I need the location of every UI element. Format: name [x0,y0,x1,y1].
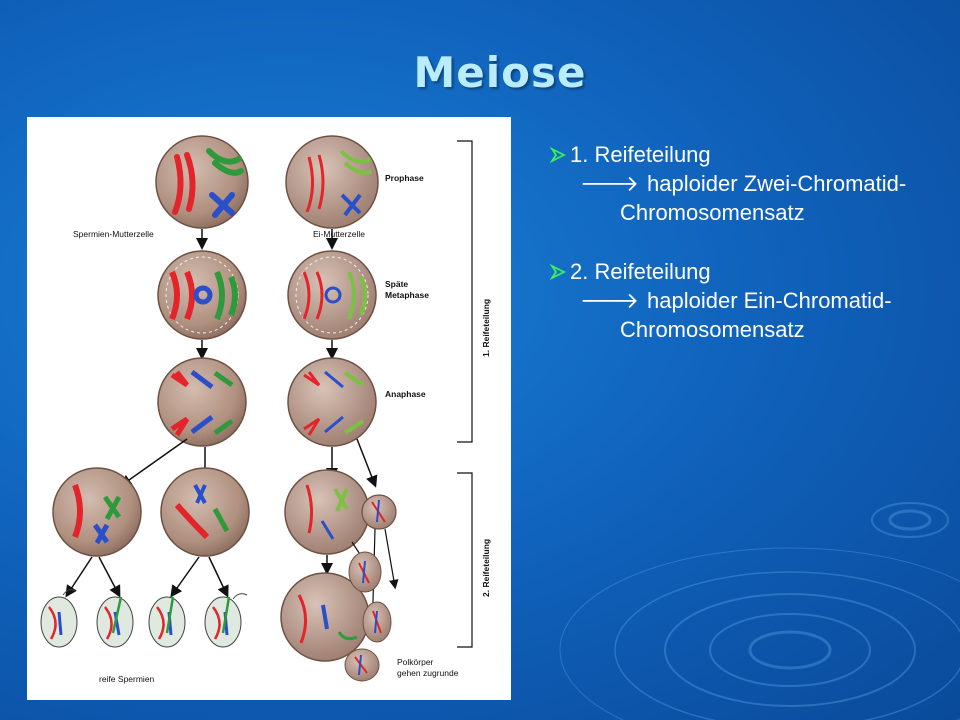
mature-sperm-3 [148,596,186,648]
label-polar-bodies-die: gehen zugrunde [397,668,459,678]
label-anaphase: Anaphase [385,389,426,399]
bullet-line: Chromosomensatz [620,200,805,225]
arrow-right-icon: 🡒 [580,288,639,313]
label-spaete: Späte [385,279,408,289]
label-metaphase: Metaphase [385,290,429,300]
label-reifeteilung-1: 1. Reifeteilung [481,299,491,357]
secondary-spermatocyte-1 [52,467,142,557]
slide-title: Meiose [413,48,587,97]
label-egg-mother-cell: Ei-Mutterzelle [313,229,365,239]
sperm-cell-anaphase [157,357,247,447]
bullet-line: Chromosomensatz [620,317,805,342]
mature-sperm-2 [96,596,134,648]
polar-body-3 [362,601,392,643]
meiosis-figure: Prophase Spermien-Mutterzelle Ei-Mutterz… [27,117,511,700]
bullet-item-1: 1. Reifeteilung 🡒 haploider Zwei-Chromati… [550,140,950,227]
egg-cell-metaphase [287,250,377,340]
label-prophase: Prophase [385,173,424,183]
bullet-arrow-icon [550,146,566,163]
ovum [280,572,370,662]
polar-body-4 [344,648,380,682]
first-polar-body [361,494,397,530]
bullet-arrow-icon [550,263,566,280]
egg-mother-cell-prophase [285,135,379,229]
secondary-oocyte [284,469,370,555]
bullet-list: 1. Reifeteilung 🡒 haploider Zwei-Chromati… [550,140,950,344]
mature-sperm-1 [40,589,78,648]
label-polar-bodies: Polkörper [397,657,434,667]
label-reifeteilung-2: 2. Reifeteilung [481,539,491,597]
secondary-spermatocyte-2 [160,467,250,557]
bullet-heading: 2. Reifeteilung [570,259,711,284]
sperm-cell-metaphase [157,250,247,340]
label-sperm-mother-cell: Spermien-Mutterzelle [73,229,154,239]
arrow-right-icon: 🡒 [580,171,639,196]
bullet-heading: 1. Reifeteilung [570,142,711,167]
label-mature-sperm: reife Spermien [99,674,155,684]
sperm-mother-cell-prophase [155,135,249,229]
bullet-line: haploider Ein-Chromatid- [647,288,892,313]
polar-body-2 [348,551,382,593]
bullet-line: haploider Zwei-Chromatid- [647,171,907,196]
meiosis-diagram: Prophase Spermien-Mutterzelle Ei-Mutterz… [40,135,491,684]
bullet-item-2: 2. Reifeteilung 🡒 haploider Ein-Chromatid… [550,257,950,344]
egg-cell-anaphase [287,357,377,447]
mature-sperm-4 [204,593,248,648]
